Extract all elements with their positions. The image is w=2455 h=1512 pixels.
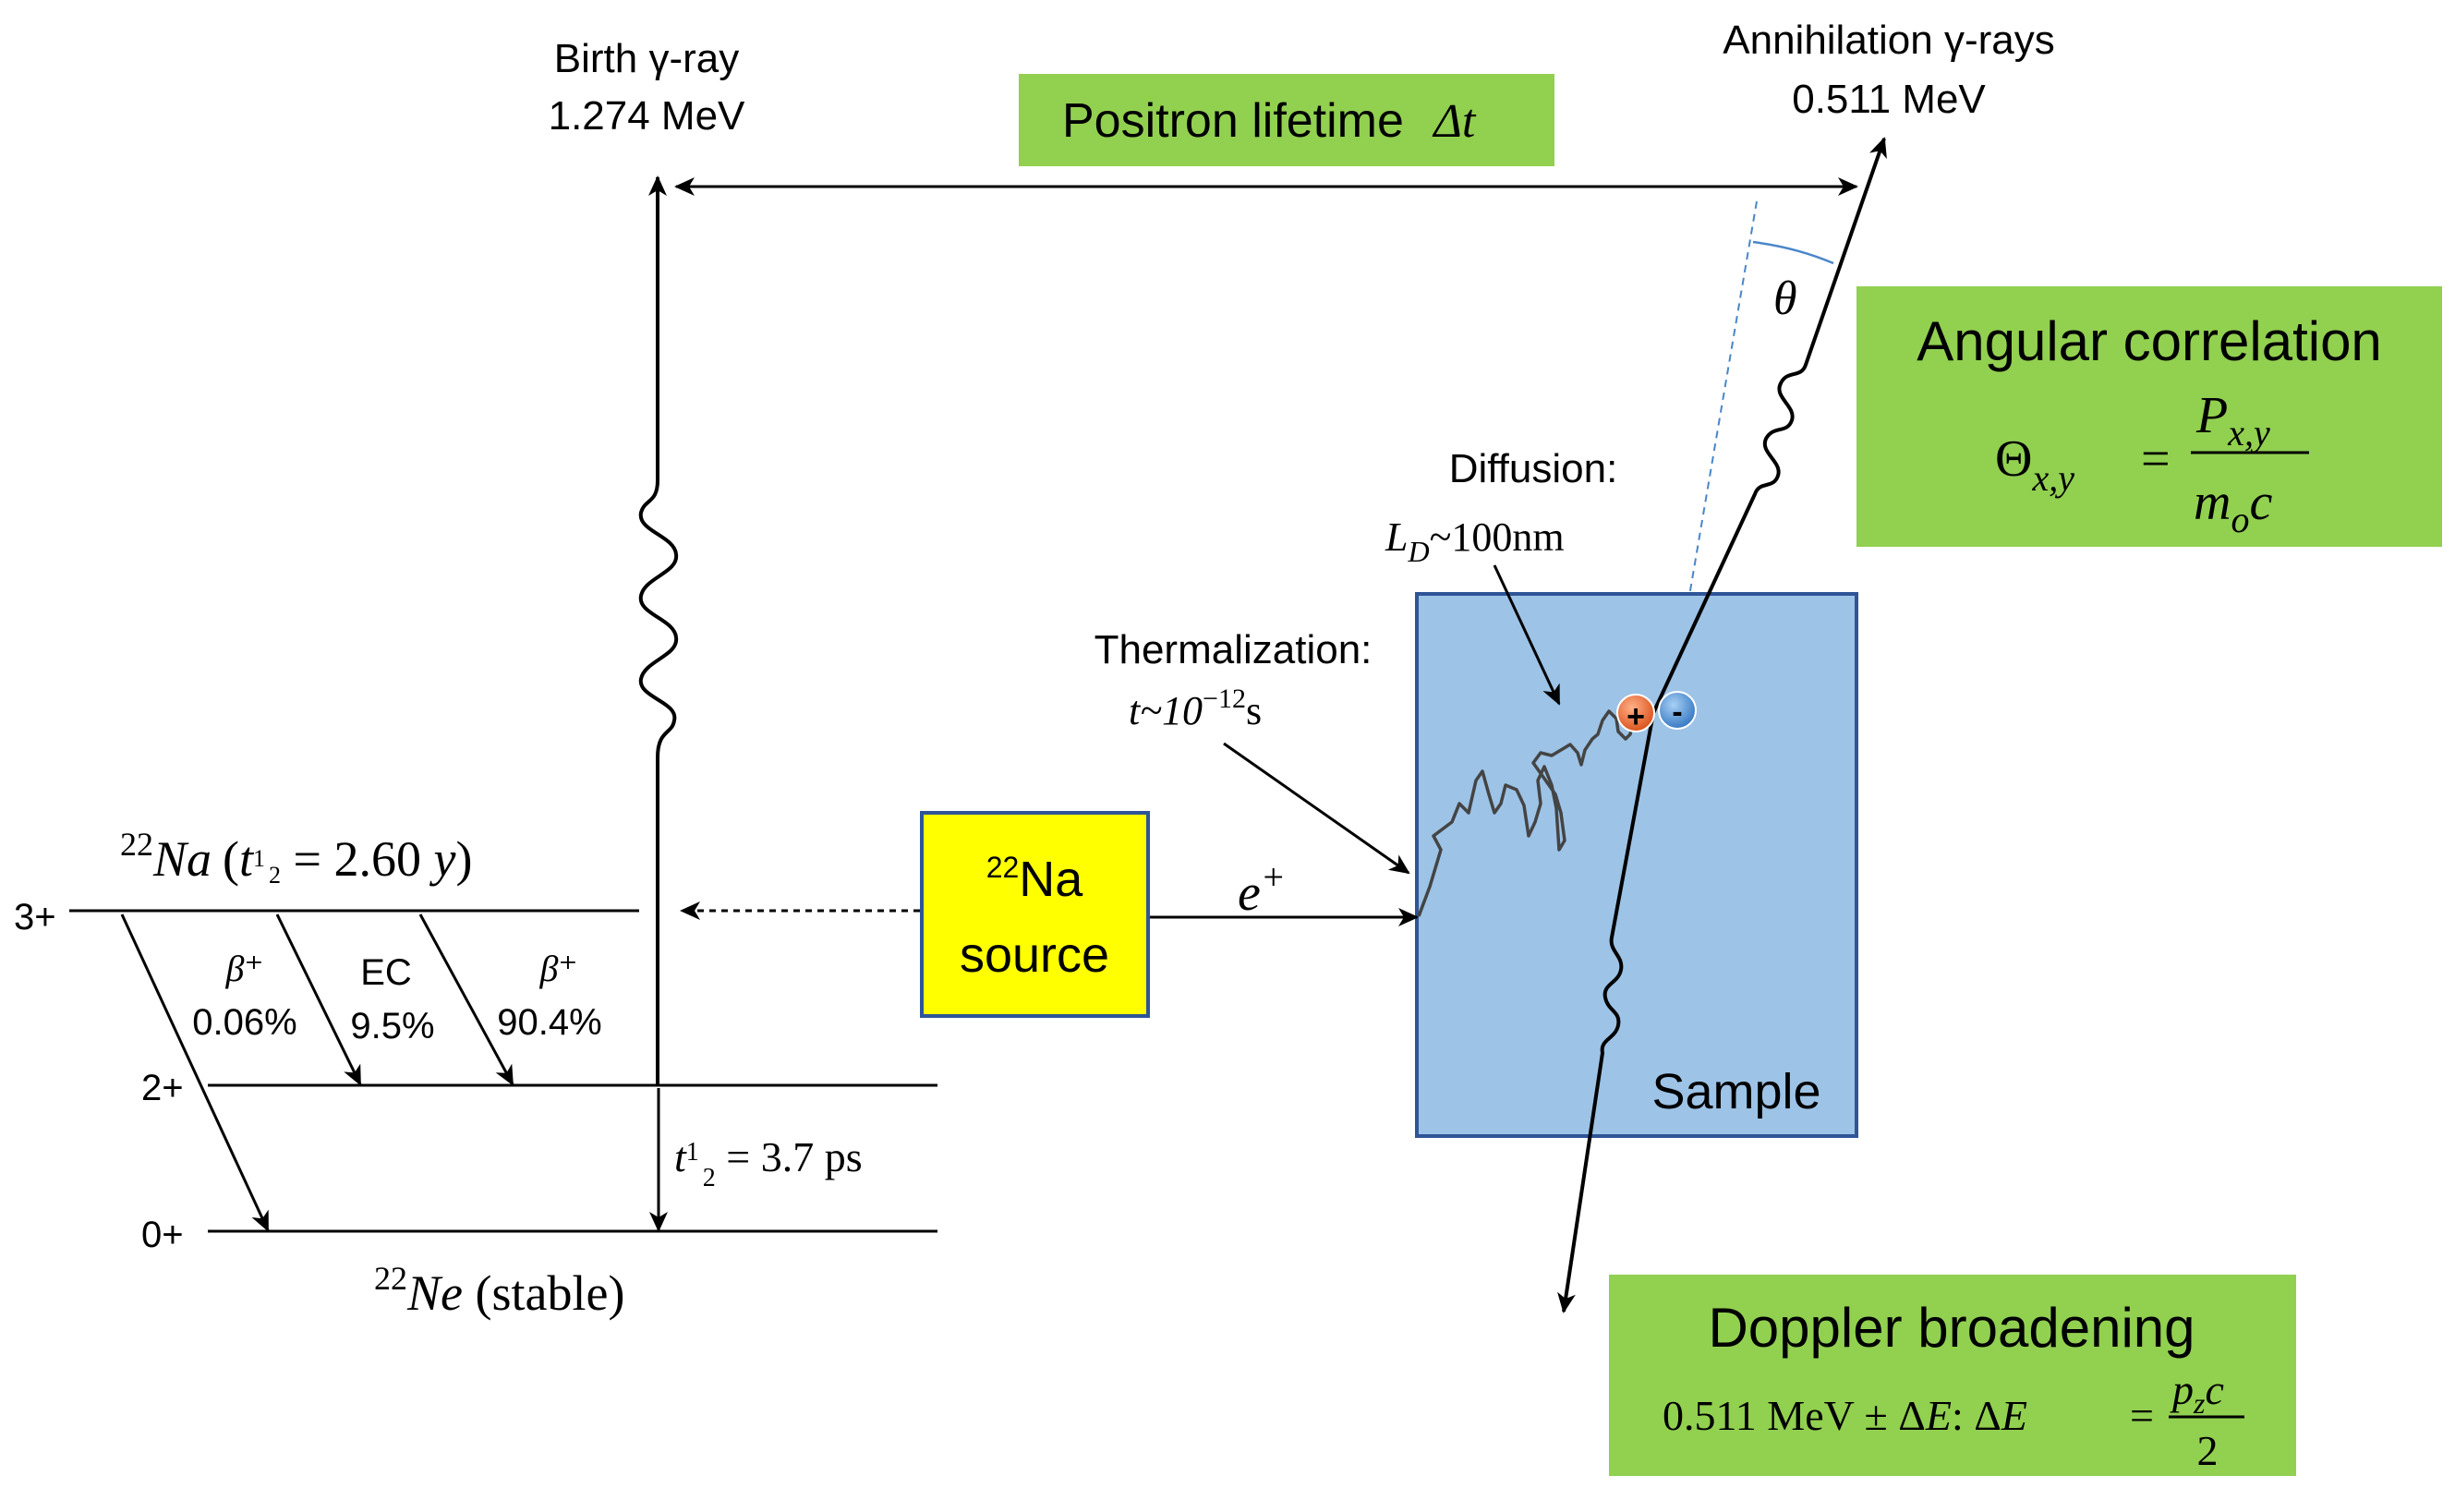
thermalization-label: Thermalization: (1094, 627, 1373, 672)
sample-label: Sample (1651, 1064, 1820, 1119)
positron-particle: + (1616, 694, 1655, 734)
angular-correlation-numerator: Px,y (2195, 387, 2270, 454)
decay-label-2-bottom: 9.5% (350, 1006, 434, 1046)
sample-box (1415, 592, 1858, 1138)
doppler-equals: = (2130, 1392, 2154, 1439)
annihilation-gamma-energy: 0.511 MeV (1792, 77, 1986, 122)
doppler-denominator: 2 (2197, 1427, 2219, 1474)
thermalization-arrow (1223, 742, 1410, 875)
doppler-title: Doppler broadening (1708, 1297, 2195, 1359)
annihilation-gamma-ray-down (1557, 712, 1655, 1313)
positron-random-walk (1417, 709, 1646, 917)
birth-gamma-ray (638, 175, 679, 1086)
positron-lifetime-box: Positron lifetime Δt (1019, 74, 1554, 166)
level-3plus-label: 3+ (14, 897, 56, 937)
birth-gamma-energy: 1.274 MeV (549, 93, 745, 139)
electron-particle: - (1658, 691, 1697, 730)
annihilation-gamma-ray-up (1651, 137, 1887, 714)
decay-label-1-top: β⁺ (224, 948, 263, 989)
doppler-equation-left: 0.511 MeV ± ΔE: ΔE (1663, 1392, 2027, 1439)
birth-gamma-label: Birth γ-ray (554, 36, 739, 81)
ne22-label: 22Ne (stable) (374, 1260, 624, 1321)
svg-text:+: + (1627, 699, 1645, 734)
na22-title: 22Na(t12 = 2.60 y) (120, 826, 472, 889)
angular-correlation-title: Angular correlation (1917, 310, 2382, 372)
decay-label-2-top: EC (360, 952, 412, 993)
diffusion-length: LD~100nm (1385, 514, 1565, 568)
delta-t-symbol: Δt (1432, 95, 1477, 148)
angular-correlation-box: Angular correlation Θx,y = Px,y moc (1856, 286, 2442, 547)
positron-lifetime-text: Positron lifetime (1062, 94, 1404, 148)
diffusion-label: Diffusion: (1449, 446, 1618, 491)
angular-correlation-equals: = (2141, 430, 2171, 488)
positron-label: e+ (1238, 856, 1286, 922)
level-2plus-label: 2+ (141, 1068, 184, 1108)
decay-label-3-bottom: 90.4% (497, 1002, 601, 1043)
na22-source-box: 22Na source (920, 811, 1150, 1018)
angular-correlation-denominator: moc (2194, 474, 2272, 540)
doppler-numerator: pzc (2170, 1366, 2224, 1420)
annihilation-gamma-label: Annihilation γ-rays (1723, 18, 2055, 63)
ne-half-life: t12 = 3.7 ps (674, 1133, 863, 1192)
svg-text:-: - (1672, 695, 1682, 730)
source-name: 22Na (986, 851, 1084, 907)
doppler-broadening-box: Doppler broadening 0.511 MeV ± ΔE: ΔE = … (1609, 1275, 2296, 1476)
level-0plus-label: 0+ (141, 1215, 184, 1255)
thermalization-time: t~10−12s (1129, 683, 1262, 733)
decay-label-3-top: β⁺ (538, 948, 577, 989)
theta-label: θ (1773, 272, 1797, 325)
angle-arc (1752, 240, 1834, 265)
source-line2: source (960, 927, 1109, 983)
diffusion-arrow (1493, 564, 1561, 706)
ec-decay-arrow (275, 913, 362, 1086)
decay-label-1-bottom: 0.06% (192, 1002, 296, 1043)
angular-correlation-lhs: Θx,y (1995, 430, 2074, 499)
beta-decay-2plus-arrow (418, 913, 514, 1086)
svg-text:Positron lifetime Δt: Positron lifetime Δt (1062, 94, 1477, 148)
beta-decay-0plus-arrow (120, 913, 270, 1232)
